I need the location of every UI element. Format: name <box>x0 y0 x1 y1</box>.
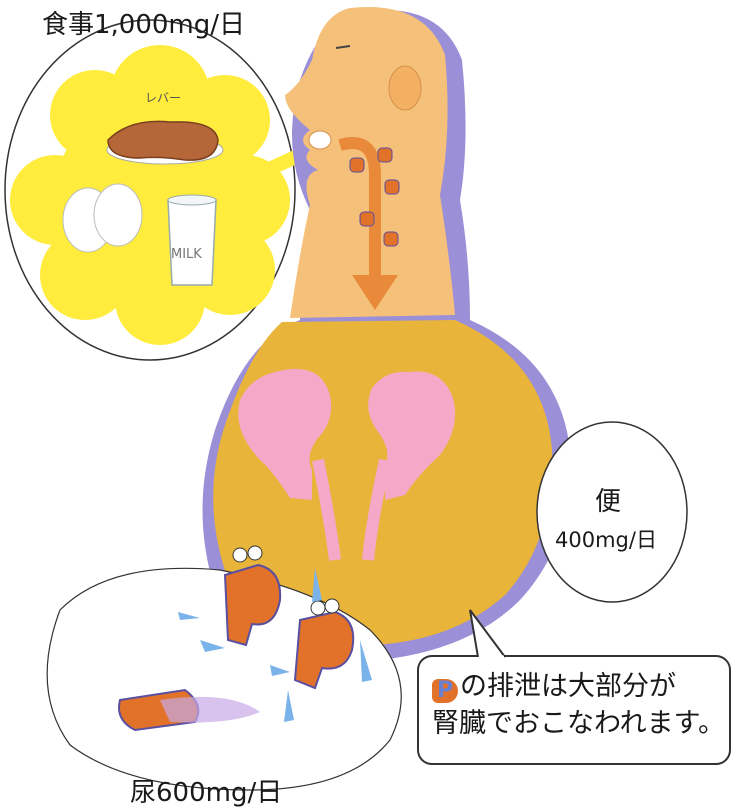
mouth <box>309 131 331 149</box>
liver-label: レバー <box>145 91 181 105</box>
intake-label: 食事1,000mg/日 <box>42 4 245 41</box>
callout-line-2: 腎臓でおこなわれます。 <box>432 705 725 742</box>
eggs-icon <box>63 184 142 252</box>
urine-label: 尿600mg/日 <box>130 772 282 809</box>
callout-line-1-text: の排泄は大部分が <box>460 671 676 702</box>
stool-title: 便 <box>595 481 621 518</box>
milk-glass-icon: MILK <box>168 195 216 285</box>
milk-label: MILK <box>171 247 202 262</box>
p-icon: P <box>432 679 458 703</box>
stool-amount: 400mg/日 <box>555 524 657 554</box>
ear <box>389 66 421 110</box>
